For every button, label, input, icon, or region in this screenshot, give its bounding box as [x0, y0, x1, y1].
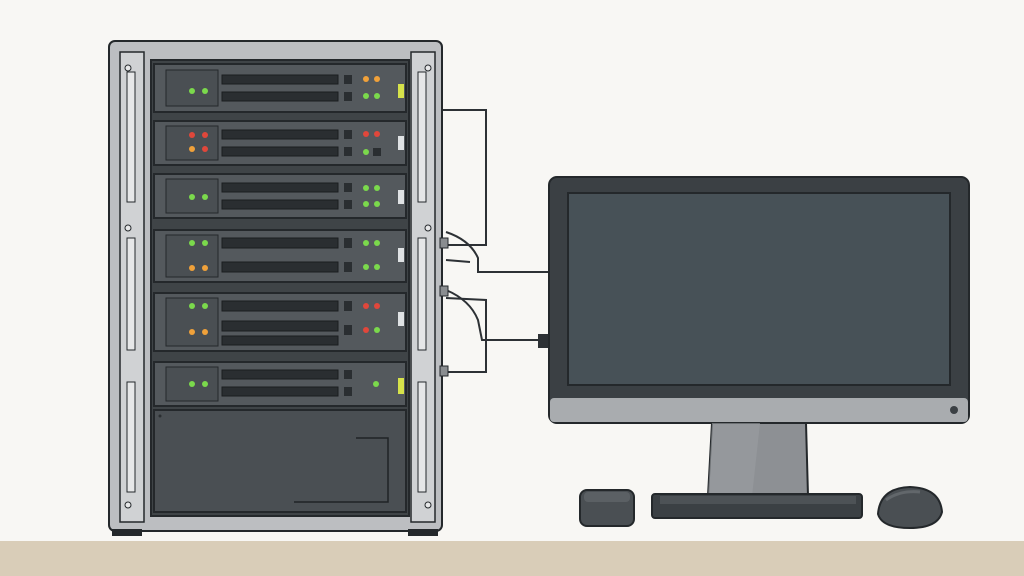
status-led: [202, 381, 208, 387]
status-led: [363, 264, 369, 270]
power-button: [950, 406, 958, 414]
status-led: [189, 381, 195, 387]
status-led: [202, 303, 208, 309]
rail-slot: [417, 71, 427, 203]
mouse-icon: [876, 485, 944, 530]
status-led: [374, 240, 380, 246]
rack-foot: [408, 529, 438, 536]
rail-screw: [424, 224, 432, 232]
monitor-chin: [550, 398, 968, 422]
status-led: [363, 149, 369, 155]
rail-screw: [424, 501, 432, 509]
rail-slot: [126, 71, 136, 203]
rail-slot: [417, 237, 427, 351]
monitor-cable-plug: [538, 334, 548, 348]
status-led: [363, 327, 369, 333]
floor: [0, 541, 1024, 576]
rail-screw: [124, 224, 132, 232]
status-led: [363, 201, 369, 207]
rail-slot: [417, 381, 427, 493]
status-led: [373, 381, 379, 387]
status-led: [189, 194, 195, 200]
status-led: [189, 329, 195, 335]
rack-empty-bay: [153, 409, 407, 513]
monitor-screen: [567, 192, 951, 386]
status-led: [374, 131, 380, 137]
status-led: [374, 93, 380, 99]
monitor-icon: [548, 176, 970, 519]
rack-foot: [112, 529, 142, 536]
status-led: [374, 185, 380, 191]
rail-screw: [424, 64, 432, 72]
status-led: [202, 146, 208, 152]
server-unit-6: [153, 361, 407, 407]
rail-screw: [124, 501, 132, 509]
cable-icon: [441, 109, 548, 373]
status-led: [189, 146, 195, 152]
status-led: [374, 264, 380, 270]
status-led: [363, 93, 369, 99]
port-connector: [439, 285, 449, 297]
status-led: [363, 185, 369, 191]
status-led: [189, 303, 195, 309]
rail-slot: [126, 237, 136, 351]
server-unit-3: [153, 173, 407, 219]
status-led: [374, 76, 380, 82]
status-led: [363, 303, 369, 309]
port-connector: [439, 237, 449, 249]
status-led: [363, 131, 369, 137]
keyboard-icon: [579, 489, 635, 527]
status-led: [202, 329, 208, 335]
status-led: [202, 132, 208, 138]
status-led: [202, 240, 208, 246]
status-led: [374, 327, 380, 333]
server-rack-icon: [108, 40, 449, 536]
status-led: [363, 240, 369, 246]
status-led: [363, 76, 369, 82]
server-unit-1: [153, 63, 407, 113]
status-led: [189, 132, 195, 138]
status-led: [374, 201, 380, 207]
port-connector: [439, 365, 449, 377]
rail-slot: [126, 381, 136, 493]
server-unit-5: [153, 292, 407, 352]
server-unit-2: [153, 120, 407, 166]
server-unit-4: [153, 229, 407, 283]
status-led: [202, 194, 208, 200]
status-led: [374, 303, 380, 309]
status-led: [202, 88, 208, 94]
status-led: [189, 240, 195, 246]
status-led: [202, 265, 208, 271]
rail-screw: [124, 64, 132, 72]
status-led: [189, 265, 195, 271]
status-led: [189, 88, 195, 94]
